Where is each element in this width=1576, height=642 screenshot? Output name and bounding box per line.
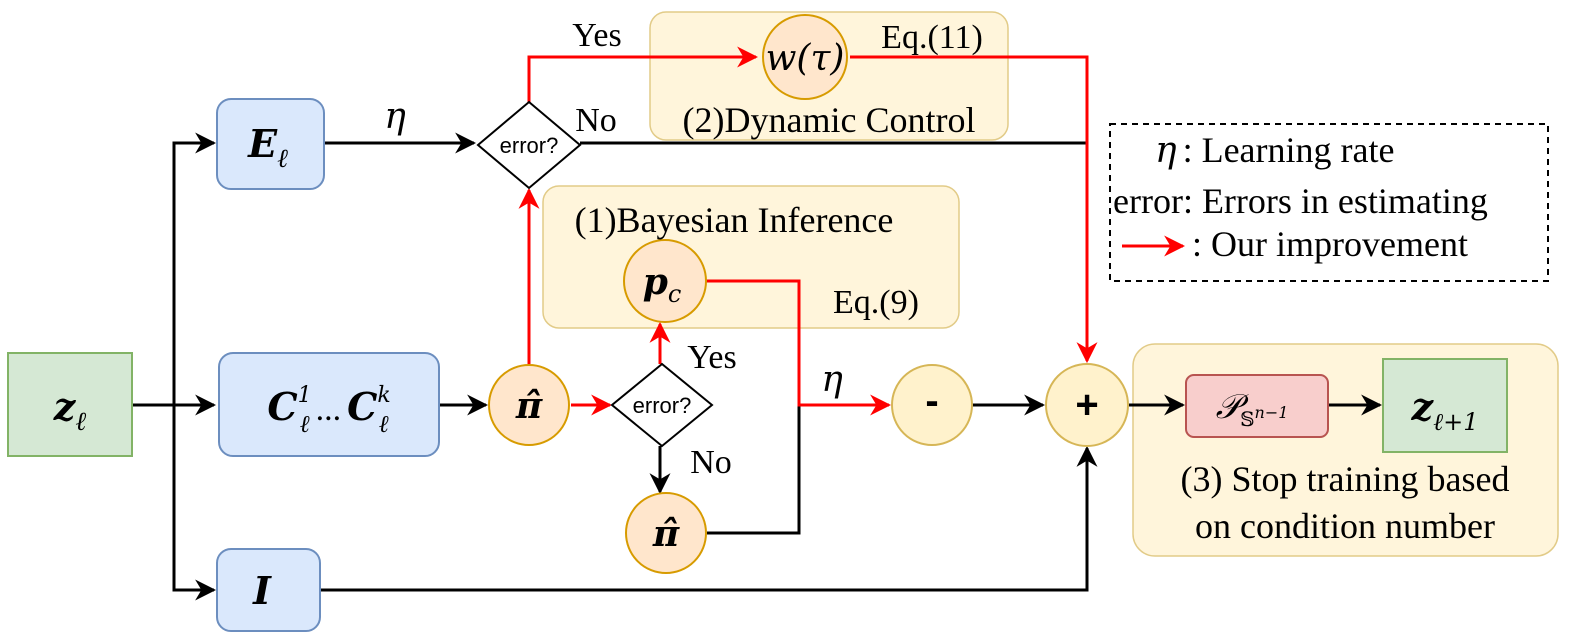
c1-sub: ℓ (300, 410, 310, 438)
svg-text:zℓ+1: zℓ+1 (1411, 384, 1479, 436)
z-output-node: zℓ+1 (1382, 358, 1508, 453)
c1-base: C (267, 384, 297, 429)
legend-eta-text: : Learning rate (1183, 130, 1395, 170)
svg-text:η: Learning rate: η: Learning rate (1155, 130, 1394, 171)
z-input-sub: ℓ (75, 407, 86, 437)
legend: η: Learning rate error: Errors in estima… (1109, 123, 1549, 282)
i-box: I (216, 548, 321, 632)
p-c-node: pc (623, 239, 707, 323)
svg-text:Eℓ: Eℓ (247, 121, 288, 174)
edge-split-to-e (172, 132, 217, 405)
plus-label: + (1075, 383, 1098, 427)
ck-sup: k (377, 383, 390, 408)
i-box-label: I (252, 568, 272, 613)
e-box: Eℓ (216, 98, 325, 190)
no-top-label: No (575, 102, 617, 139)
proj-sub-sup: n−1 (1255, 403, 1289, 422)
bayes-title: (1)Bayesian Inference (575, 200, 894, 240)
pi-hat-2-label: π̂ (652, 513, 680, 555)
minus-label: - (925, 379, 938, 423)
stop-line-2: on condition number (1195, 506, 1495, 546)
pi-hat-node-2: π̂ (625, 492, 707, 574)
bayes-eq-label: Eq.(9) (833, 284, 919, 321)
edge-pi2-to-join (707, 405, 801, 535)
pi-hat-node-1: π̂ (488, 364, 570, 446)
proj-sub: 𝕊 (1240, 409, 1254, 431)
p-c-sub: c (668, 280, 681, 308)
p-c-base: p (643, 261, 668, 303)
z-input-node: zℓ (7, 352, 133, 457)
ck-sub: ℓ (379, 410, 389, 438)
dynamic-title: (2)Dynamic Control (683, 100, 976, 140)
w-tau-node: w(τ) (762, 14, 848, 100)
svg-text:C1ℓ...Ckℓ: C1ℓ...Ckℓ (267, 383, 390, 438)
ck-base: C (347, 384, 377, 429)
stop-line-1: (3) Stop training based (1181, 459, 1510, 499)
svg-text:pc: pc (643, 261, 682, 308)
decision-mid-label: error? (633, 393, 692, 418)
plus-node: + (1045, 363, 1129, 447)
legend-arrow-text: : Our improvement (1192, 224, 1468, 264)
yes-mid-label: Yes (687, 339, 736, 376)
dynamic-eq-label: Eq.(11) (881, 19, 983, 56)
c-dots: ... (316, 391, 342, 428)
e-box-sub: ℓ (277, 144, 288, 174)
legend-eta-symbol: η (1155, 130, 1177, 171)
edge-decision-yes (527, 46, 759, 102)
edge-pc-to-minus (706, 279, 892, 416)
w-tau-label: w(τ) (766, 38, 845, 79)
z-output-base: z (1411, 384, 1435, 429)
svg-text:zℓ: zℓ (53, 384, 87, 437)
minus-node: - (891, 364, 973, 446)
eta-top-label: η (384, 96, 406, 137)
pi-hat-1-label: π̂ (515, 385, 543, 427)
projection-node: 𝒫𝕊n−1 (1185, 374, 1329, 438)
z-input-base: z (53, 384, 77, 429)
yes-top-label: Yes (572, 17, 621, 54)
decision-mid: error? (610, 362, 714, 448)
z-output-sub: ℓ+1 (1433, 408, 1478, 436)
edge-split-to-i (172, 405, 217, 601)
legend-error-text: error: Errors in estimating (1113, 181, 1488, 221)
edge-i-to-plus (321, 445, 1098, 592)
e-box-base: E (247, 121, 278, 166)
decision-top: error? (476, 100, 582, 190)
edge-w-to-plus (850, 55, 1098, 364)
eta-mid-label: η (821, 359, 843, 400)
decision-top-label: error? (500, 133, 559, 158)
no-mid-label: No (690, 444, 732, 481)
c1-sup: 1 (298, 383, 312, 408)
